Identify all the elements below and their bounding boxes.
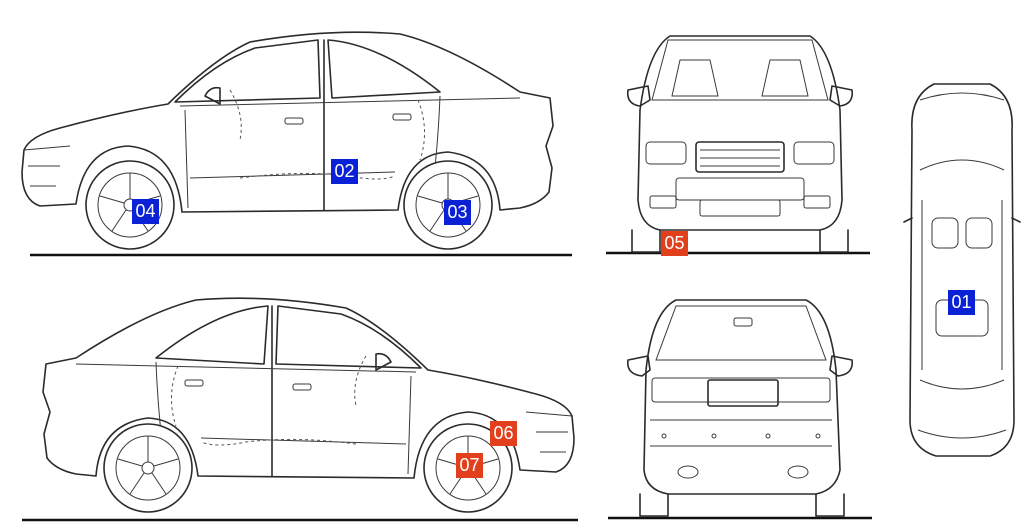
damage-marker-02[interactable]: 02 (331, 159, 358, 184)
damage-marker-06[interactable]: 06 (490, 421, 517, 446)
car-front-view (606, 35, 870, 255)
damage-marker-04[interactable]: 04 (132, 199, 159, 224)
damage-marker-07[interactable]: 07 (456, 453, 483, 478)
damage-marker-03[interactable]: 03 (444, 200, 471, 225)
car-side-view-left (21, 31, 572, 257)
car-rear-view (608, 299, 872, 520)
damage-marker-05[interactable]: 05 (661, 231, 688, 256)
damage-marker-01[interactable]: 01 (948, 290, 975, 315)
car-top-view (903, 83, 1021, 457)
car-side-view-right (22, 297, 578, 522)
